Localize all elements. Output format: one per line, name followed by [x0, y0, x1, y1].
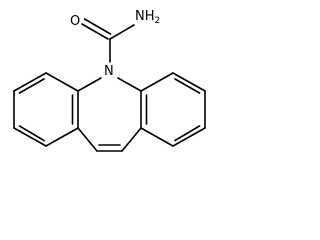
- carbonyl-oxygen-label: O: [70, 14, 80, 29]
- bond-right-ring-1: [140, 72, 174, 92]
- left-benzene-ring: [13, 72, 79, 147]
- bond-n-to-right-ring: [117, 77, 142, 92]
- bond-right-ring-inner-1: [174, 78, 201, 94]
- bond-left-ring-6: [13, 72, 47, 92]
- bond-carbon-to-amide-n: [109, 24, 135, 40]
- bond-right-ring-2: [172, 72, 206, 92]
- bond-left-ring-1: [45, 72, 79, 92]
- bond-left-ring-inner-3: [18, 78, 45, 94]
- bond-left-ring-inner-2: [18, 125, 45, 142]
- central-azepine-ring: [77, 77, 142, 152]
- ring-nitrogen-label: N: [104, 64, 114, 79]
- bond-vinyl-to-right-ring: [121, 127, 142, 152]
- bond-left-ring-4: [13, 127, 47, 147]
- bond-n-to-left-ring: [77, 77, 102, 92]
- bond-right-ring-4: [172, 127, 206, 147]
- molecule-structure-diagram: N O NH2: [13, 9, 206, 152]
- bond-carbonyl-double-1: [81, 23, 109, 40]
- bond-right-ring-5: [140, 127, 174, 147]
- right-benzene-ring: [140, 72, 206, 147]
- amide-nitrogen-text: NH: [135, 9, 155, 24]
- amide-nitrogen-label: NH2: [135, 9, 160, 26]
- carboxamide-group: [81, 18, 135, 63]
- amide-nitrogen-h-subscript: 2: [155, 16, 161, 26]
- bond-left-ring-to-vinyl: [77, 127, 98, 152]
- bond-right-ring-inner-2: [174, 125, 201, 142]
- bond-left-ring-3: [45, 127, 79, 147]
- bond-carbonyl-double-2: [83, 18, 112, 35]
